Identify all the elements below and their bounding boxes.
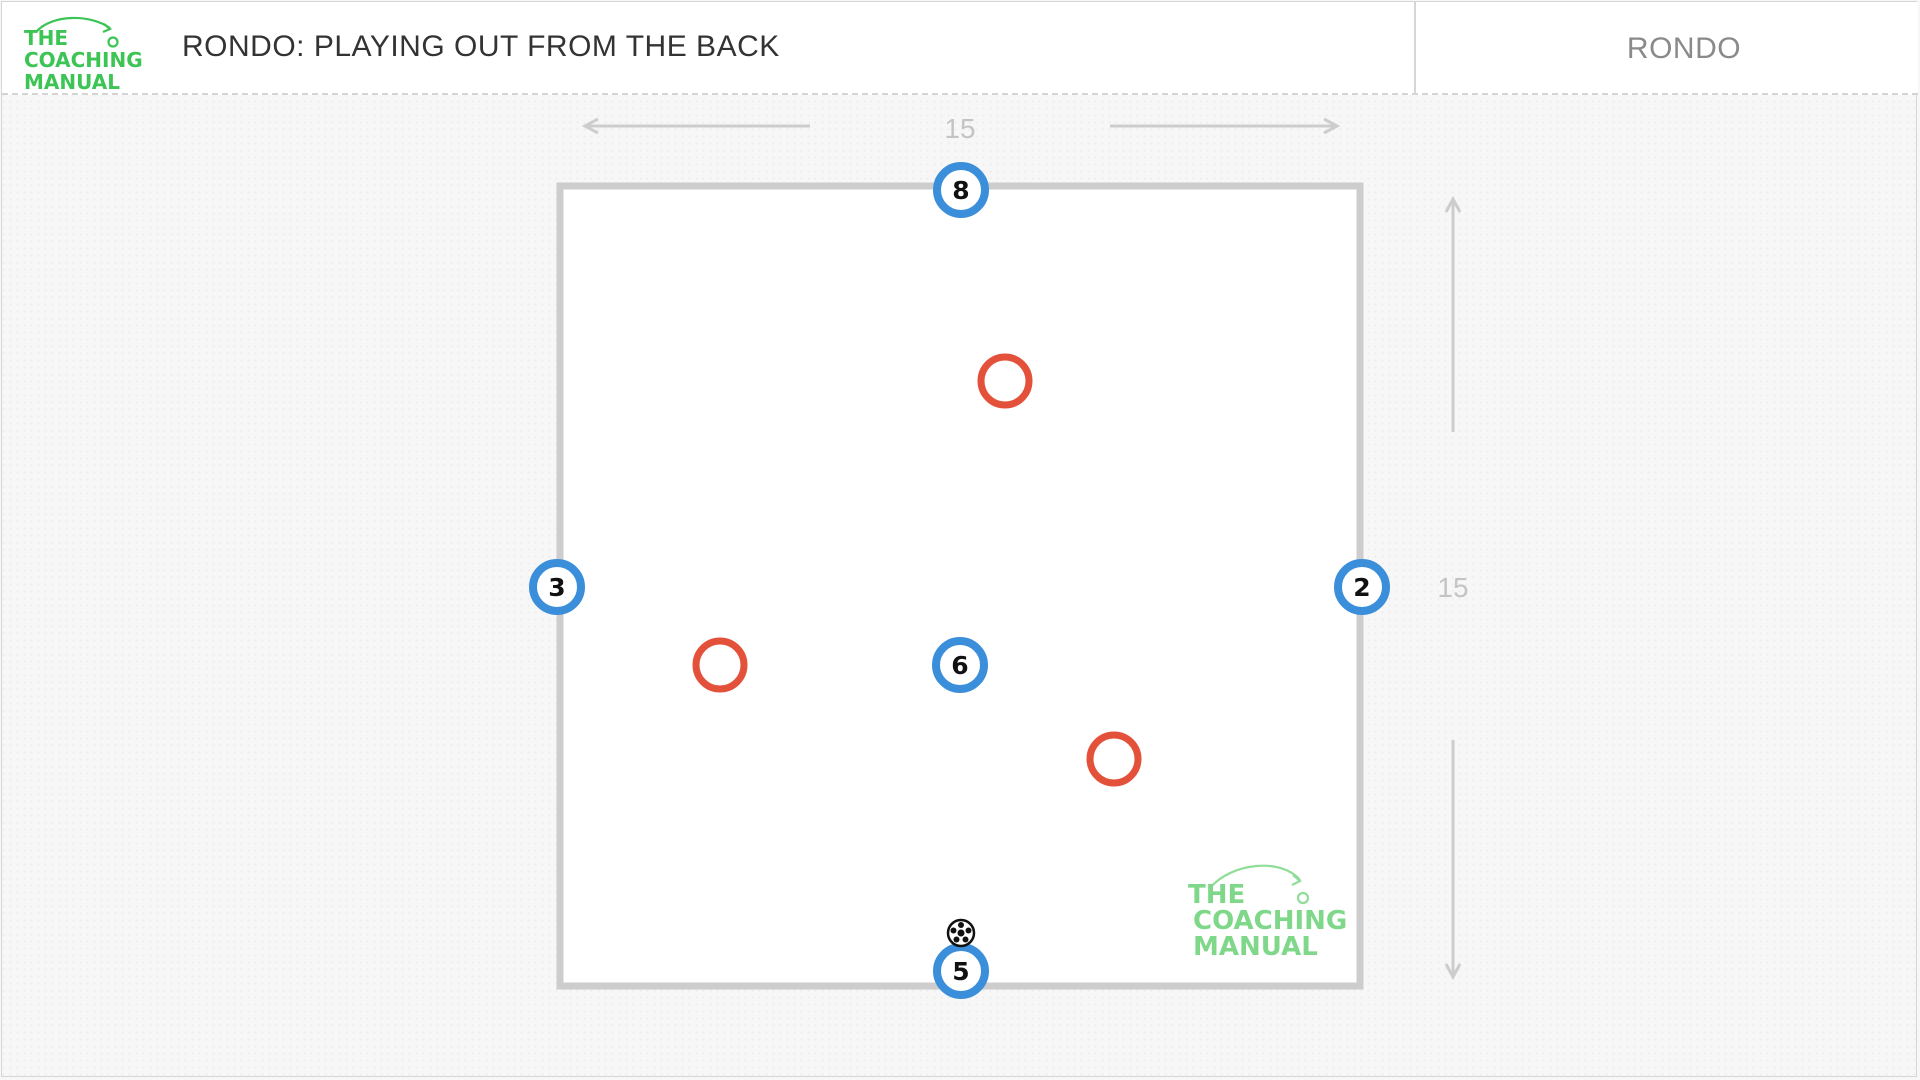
arrow-left-icon xyxy=(581,117,599,135)
player-number: 2 xyxy=(1353,573,1370,602)
category-label: RONDO xyxy=(1626,32,1742,65)
player-number: 3 xyxy=(548,573,565,602)
red-defender xyxy=(692,637,748,693)
width-dimension: 15 xyxy=(581,113,1341,144)
player-number: 6 xyxy=(951,651,968,680)
header-divider xyxy=(1414,2,1416,95)
svg-text:THE: THE xyxy=(24,26,68,50)
svg-text:MANUAL: MANUAL xyxy=(24,70,120,92)
blue-player-5: 5 xyxy=(933,943,989,999)
svg-text:MANUAL: MANUAL xyxy=(1193,932,1318,962)
coaching-manual-logo: THE COACHING MANUAL xyxy=(24,16,143,92)
arrow-up-icon xyxy=(1444,195,1462,213)
player-number: 8 xyxy=(952,176,969,205)
watermark-logo: THE COACHING MANUAL xyxy=(1188,864,1347,962)
svg-text:COACHING: COACHING xyxy=(24,48,143,72)
blue-player-8: 8 xyxy=(933,162,989,218)
svg-text:COACHING: COACHING xyxy=(1193,906,1347,936)
blue-player-2: 2 xyxy=(1334,559,1390,615)
pitch-area xyxy=(556,182,1364,990)
arrow-right-icon xyxy=(1323,117,1341,135)
red-defender xyxy=(977,353,1033,409)
player-number: 5 xyxy=(952,957,969,986)
svg-text:THE: THE xyxy=(1188,880,1245,910)
header-bar: THE COACHING MANUAL RONDO: PLAYING OUT F… xyxy=(2,2,1918,95)
height-label: 15 xyxy=(1437,572,1468,603)
arrow-down-icon xyxy=(1444,963,1462,981)
blue-player-6: 6 xyxy=(932,637,988,693)
page-title: RONDO: PLAYING OUT FROM THE BACK xyxy=(182,30,780,63)
blue-player-3: 3 xyxy=(529,559,585,615)
height-dimension: 15 xyxy=(1437,195,1469,981)
soccer-ball-icon xyxy=(946,918,976,948)
red-defender xyxy=(1086,731,1142,787)
width-label: 15 xyxy=(944,113,975,144)
